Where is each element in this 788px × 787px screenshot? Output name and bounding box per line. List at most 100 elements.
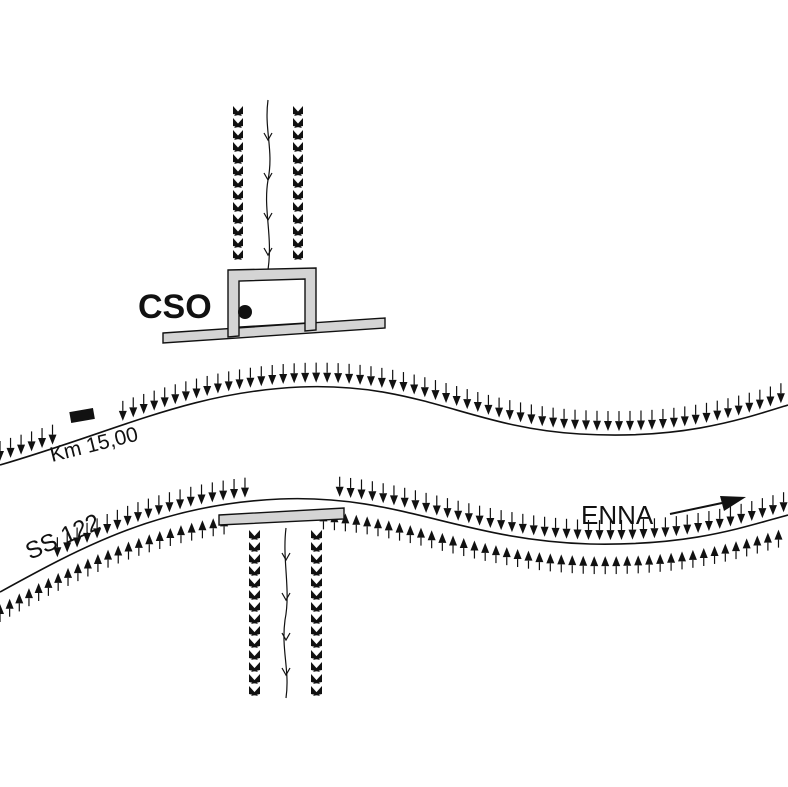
embankment-tick-wedge [410,384,419,395]
flow-arrow-icon [263,247,273,257]
channel-hatch-mark [234,202,243,212]
embankment-tick-wedge [443,508,452,519]
embankment-tick-wedge [639,529,648,540]
channel-hatch-mark [251,566,260,576]
embankment-tick-wedge [732,541,741,552]
channel-hatch-mark [313,602,322,612]
embankment-tick-wedge [24,588,33,599]
embankment-tick-wedge [505,410,514,421]
embankment-tick-wedge [524,550,533,561]
embankment-tick-wedge [104,549,113,560]
channel-hatch-mark [234,214,243,224]
embankment-tick-wedge [416,527,425,538]
embankment-tick-wedge [560,418,569,429]
channel-hatch-mark [294,190,303,200]
embankment-tick-wedge [656,553,665,564]
embankment-tick-wedge [235,379,244,390]
embankment-tick-wedge [400,497,409,508]
channel-hatch-mark [313,674,322,684]
embankment-tick-wedge [538,416,547,427]
embankment-tick-wedge [203,385,212,396]
km-marker [69,407,95,423]
embankment-tick-wedge [366,376,375,387]
cso-structure [162,267,386,344]
embankment-tick-wedge [352,514,361,525]
embankment-tick-wedge [463,399,472,410]
cso-label: CSO [138,288,212,326]
embankment-tick-wedge [176,499,185,510]
channel-hatch-mark [294,226,303,236]
channel-hatch-mark [234,226,243,236]
embankment-tick-wedge [395,522,404,533]
embankment-tick-wedge [502,547,511,558]
embankment-tick-wedge [449,535,458,546]
flow-arrow-icon [263,212,273,222]
embankment-tick-wedge [257,376,266,387]
embankment-tick-wedge [290,373,299,384]
flow-arrow-icon [263,132,273,142]
channel-hatch-mark [313,542,322,552]
embankment-tick-wedge [208,492,217,503]
channel-hatch-mark [313,626,322,636]
embankment-tick-wedge [73,537,82,548]
channel-hatch-mark [313,554,322,564]
embankment-tick-wedge [658,418,667,429]
channel-hatch-mark [313,614,322,624]
embankment-tick-wedge [625,420,634,431]
embankment-tick-wedge [529,525,538,536]
km-label: Km 15,00 [48,423,141,467]
embankment-tick-wedge [114,545,123,556]
embankment-tick-wedge [373,518,382,529]
channel-hatch-mark [234,178,243,188]
embankment-tick-wedge [623,555,632,566]
embankment-tick-wedge [377,377,386,388]
embankment-tick-wedge [747,511,756,522]
embankment-tick-wedge [680,416,689,427]
channel-hatch-mark [294,238,303,248]
embankment-tick-wedge [73,563,82,574]
embankment-hatching [0,362,788,622]
embankment-tick-wedge [568,555,577,566]
embankment-tick-wedge [301,372,310,383]
embankment-tick-wedge [601,556,610,567]
embankment-tick-wedge [513,549,522,560]
channel-hatch-mark [313,638,322,648]
channel-hatch-mark [313,590,322,600]
channel-hatch-mark [313,650,322,660]
flow-arrow-icon [281,552,291,562]
embankment-tick-wedge [63,542,72,553]
embankment-tick-wedge [34,582,43,593]
embankment-tick-wedge [776,393,785,404]
embankment-tick-wedge [6,447,15,458]
embankment-tick-wedge [118,410,127,421]
road-bottom-edge [0,497,788,593]
embankment-tick-wedge [726,516,735,527]
channel-hatch-mark [294,178,303,188]
embankment-tick-wedge [557,554,566,565]
embankment-tick-wedge [230,488,239,499]
embankment-tick-wedge [187,522,196,533]
flow-arrow-icon [281,632,291,642]
embankment-tick-wedge [145,534,154,545]
embankment-tick-wedge [491,545,500,556]
flow-arrow-icon [263,172,273,182]
embankment-tick-wedge [742,538,751,549]
embankment-tick-wedge [573,529,582,540]
channel-hatch-mark [234,166,243,176]
embankment-tick-wedge [527,414,536,425]
embankment-tick-wedge [54,572,63,583]
embankment-tick-wedge [192,388,201,399]
embankment-tick-wedge [15,593,24,604]
embankment-tick-wedge [779,502,788,513]
embankment-tick-wedge [669,417,678,428]
embankment-tick-wedge [768,505,777,516]
channel-hatch-mark [294,130,303,140]
embankment-tick-wedge [240,487,249,498]
embankment-tick-wedge [540,526,549,537]
embankment-tick-wedge [0,604,4,614]
embankment-tick-wedge [406,525,415,536]
embankment-tick-wedge [636,420,645,431]
channel-hatch-mark [251,650,260,660]
channel-hatch-mark [234,106,243,116]
